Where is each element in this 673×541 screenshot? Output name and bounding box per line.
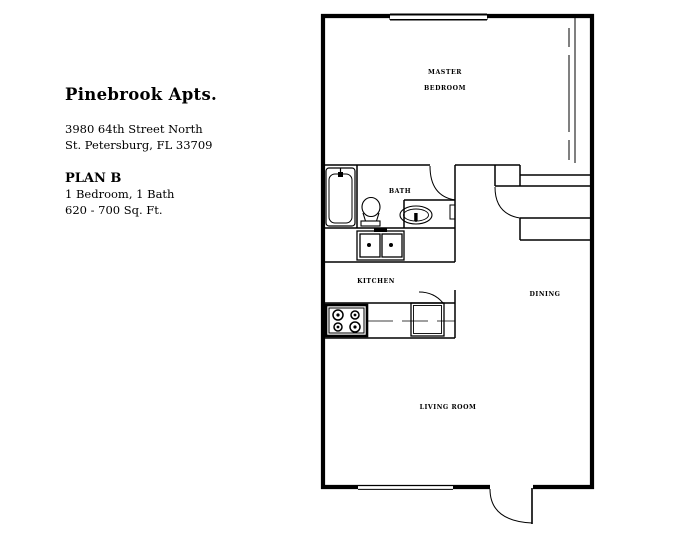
interior-walls — [323, 164, 592, 339]
kitchen-sink-faucets-icon — [367, 228, 393, 247]
bathroom-faucet-icon — [414, 213, 418, 221]
label-dining: DINING — [529, 291, 560, 298]
plan-area: 620 - 700 Sq. Ft. — [65, 202, 163, 217]
top-window-frame — [390, 14, 487, 20]
wall-niche-icon — [449, 204, 456, 220]
label-master-bedroom-line2: BEDROOM — [424, 85, 466, 92]
bathtub-drain-icon — [338, 172, 343, 177]
address-line-2: St. Petersburg, FL 33709 — [65, 138, 213, 152]
building-name: Pinebrook Apts. — [65, 85, 218, 104]
range-four-burner-icon — [324, 303, 369, 338]
address-line-1: 3980 64th Street North — [65, 122, 203, 137]
kitchen-sink-double-icon — [356, 230, 405, 261]
label-living-room: LIVING ROOM — [420, 404, 477, 411]
room-labels: MASTER BEDROOM BATH KITCHEN DINING LIVIN… — [357, 69, 560, 411]
toilet-icon — [360, 196, 381, 227]
label-bath: BATH — [389, 188, 411, 195]
door-swings — [418, 165, 533, 524]
property-info-block: Pinebrook Apts. 3980 64th Street North S… — [65, 85, 295, 219]
refrigerator-icon — [410, 302, 445, 337]
top-window-glass — [390, 15, 487, 20]
master-bedroom-sliding-door — [568, 16, 576, 163]
living-room-window — [358, 485, 453, 490]
label-kitchen: KITCHEN — [357, 278, 395, 285]
plan-name: PLAN B — [65, 170, 122, 186]
label-master-bedroom-line1: MASTER — [428, 69, 462, 76]
plan-bedrooms: 1 Bedroom, 1 Bath — [65, 186, 175, 201]
